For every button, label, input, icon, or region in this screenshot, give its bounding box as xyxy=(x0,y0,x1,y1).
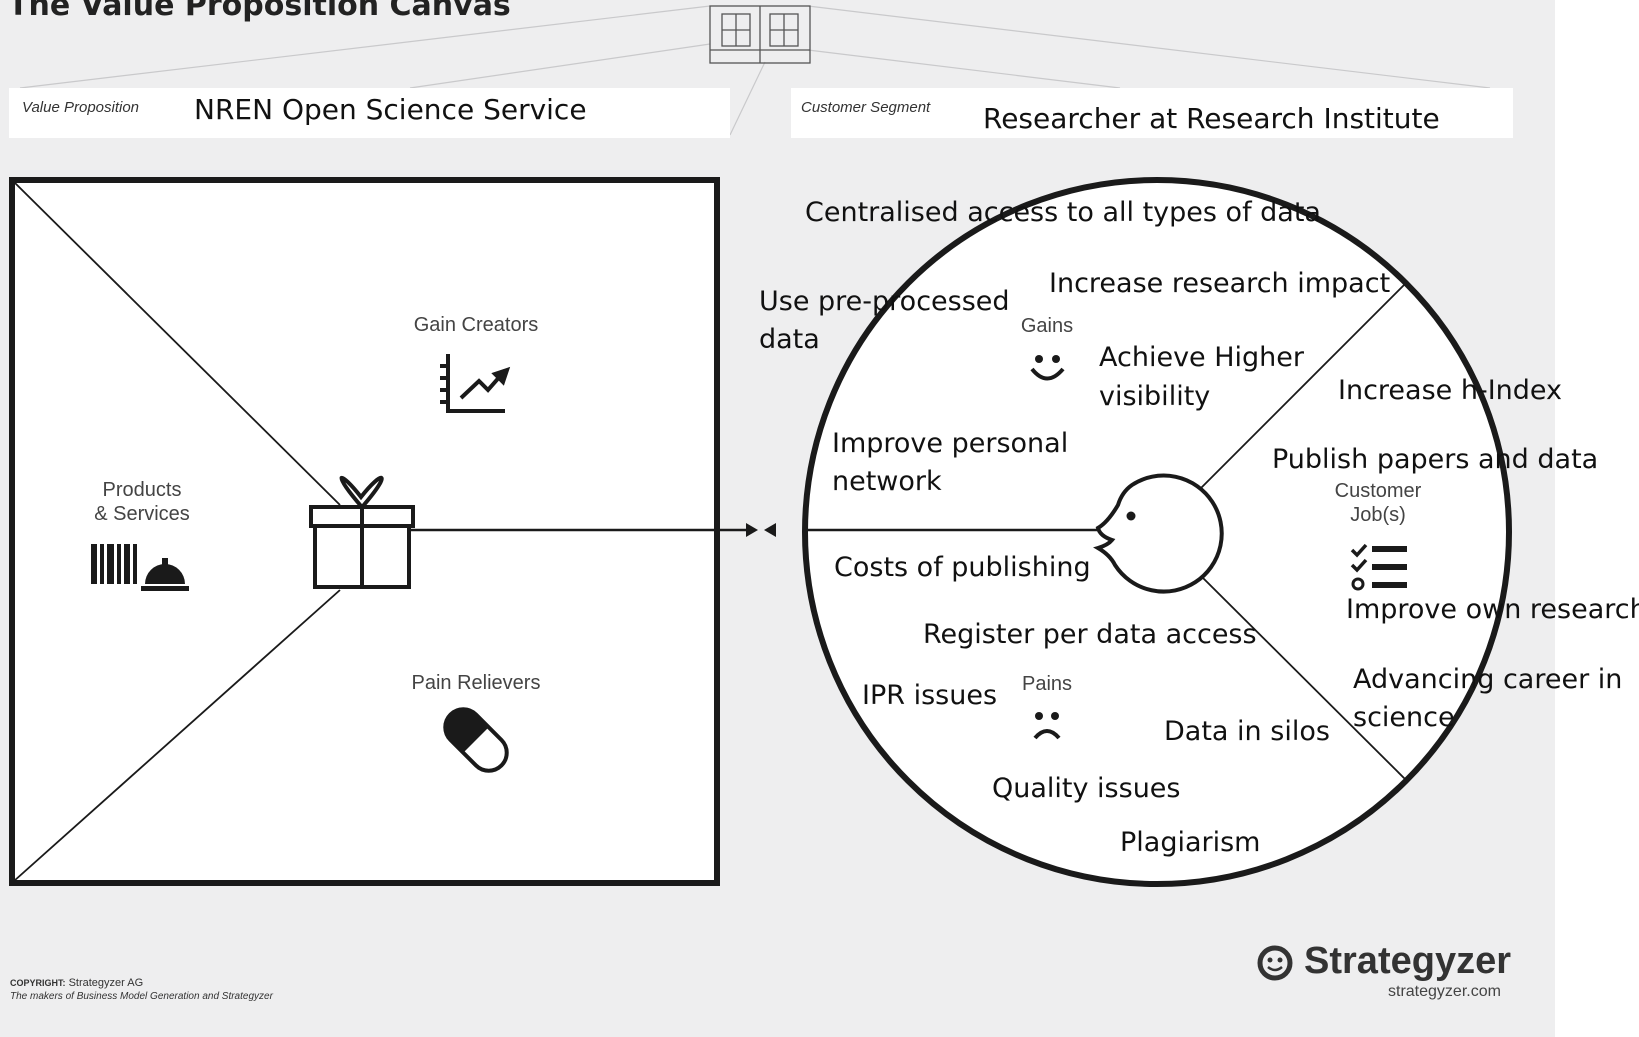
job-note: science xyxy=(1353,702,1455,733)
gain-note: data xyxy=(759,324,820,355)
gain-note: Improve personal xyxy=(832,428,1069,459)
job-note: Increase h-Index xyxy=(1338,375,1563,406)
pain-note: Data in silos xyxy=(1164,716,1330,747)
customer-segment-value: Researcher at Research Institute xyxy=(983,102,1440,135)
customer-jobs-label-line1: Customer xyxy=(1334,480,1422,502)
gain-note: network xyxy=(832,466,942,497)
gain-creators-label: Gain Creators xyxy=(413,314,539,336)
gain-note: visibility xyxy=(1099,381,1211,412)
smile-icon xyxy=(1030,355,1065,381)
gift-icon xyxy=(309,475,415,589)
customer-jobs-label: Customer Job(s) xyxy=(1318,479,1438,527)
copyright-label: COPYRIGHT: xyxy=(10,978,66,988)
pain-relievers-label: Pain Relievers xyxy=(411,672,541,694)
strategyzer-url: strategyzer.com xyxy=(1388,983,1501,1000)
pain-note: Register per data access xyxy=(923,619,1257,650)
products-label-line2: & Services xyxy=(94,503,190,525)
growth-chart-icon xyxy=(440,354,511,413)
checklist-icon xyxy=(1350,543,1407,591)
pain-note: Plagiarism xyxy=(1120,827,1261,858)
copyright-tagline: The makers of Business Model Generation … xyxy=(10,991,273,1002)
pain-note: Quality issues xyxy=(992,773,1181,804)
fit-arrows xyxy=(410,523,776,537)
customer-segment-bar xyxy=(791,88,1513,138)
products-services-label: Products & Services xyxy=(62,478,222,526)
gain-note: Use pre-processed xyxy=(759,286,1010,317)
customer-segment-label: Customer Segment xyxy=(801,99,931,116)
products-services-icon xyxy=(91,544,189,591)
products-label-line1: Products xyxy=(102,479,182,501)
value-proposition-label: Value Proposition xyxy=(22,99,140,116)
gain-note: Achieve Higher xyxy=(1099,342,1305,373)
copyright-holder: Strategyzer AG xyxy=(68,977,144,989)
frown-icon xyxy=(1033,712,1061,740)
copyright-line: COPYRIGHT: Strategyzer AG xyxy=(10,977,143,989)
customer-jobs-label-line2: Job(s) xyxy=(1350,504,1406,526)
pains-label: Pains xyxy=(1021,673,1073,695)
value-proposition-value: NREN Open Science Service xyxy=(194,93,587,126)
job-note: Improve own research xyxy=(1346,594,1639,625)
mini-canvas-icon xyxy=(709,5,811,64)
gain-note: Centralised access to all types of data xyxy=(805,197,1321,228)
strategyzer-brand: Strategyzer xyxy=(1304,940,1511,982)
gain-note: Increase research impact xyxy=(1049,268,1391,299)
customer-face-icon xyxy=(1093,473,1224,594)
header-connector-lines xyxy=(19,5,1491,136)
value-proposition-bar xyxy=(9,88,730,138)
pill-icon xyxy=(443,707,509,773)
job-note: Publish papers and data xyxy=(1272,444,1599,475)
pain-note: IPR issues xyxy=(862,680,998,711)
pain-note: Costs of publishing xyxy=(834,552,1091,583)
strategyzer-logo-icon xyxy=(1257,945,1293,981)
gains-label: Gains xyxy=(1020,315,1074,337)
page-title: The Value Proposition Canvas xyxy=(8,0,511,23)
job-note: Advancing career in xyxy=(1353,664,1623,695)
